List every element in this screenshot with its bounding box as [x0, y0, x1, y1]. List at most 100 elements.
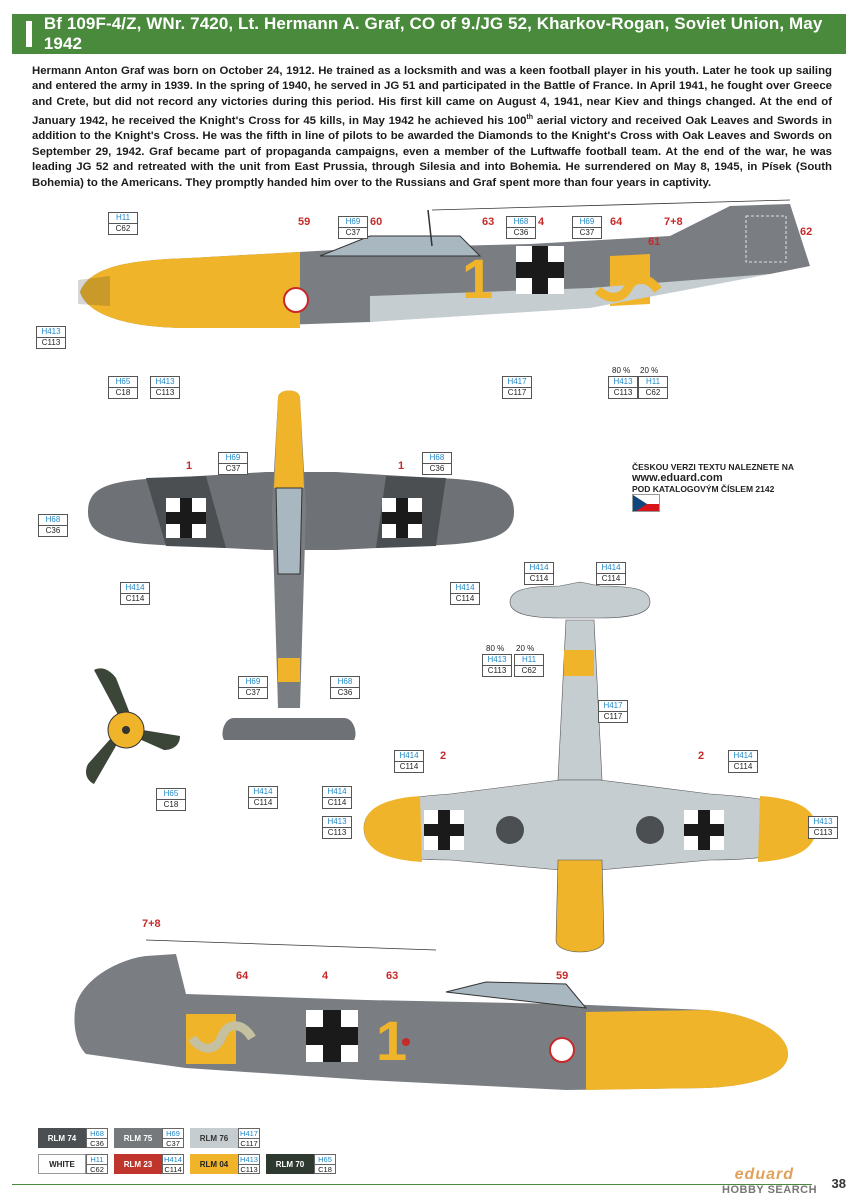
right-side-illustration: 1 — [74, 939, 789, 1090]
legend-swatch: RLM 70 — [266, 1154, 314, 1174]
marking-number: 4 — [538, 216, 545, 228]
mix-percent: 80 % — [612, 366, 631, 375]
propeller-illustration — [86, 668, 180, 784]
legend-swatch: RLM 75 — [114, 1128, 162, 1148]
marking-number: 63 — [386, 970, 399, 982]
profile-right-side: 1 — [66, 934, 796, 1124]
legend-swatch: RLM 76 — [190, 1128, 238, 1148]
marking-number: 1 — [186, 460, 193, 472]
profile-left-side: 1 — [70, 196, 830, 376]
propeller-front — [74, 666, 184, 786]
page-header: Bf 109F-4/Z, WNr. 7420, Lt. Hermann A. G… — [12, 14, 846, 54]
marking-number: 1 — [398, 460, 405, 472]
mix-percent: 20 % — [640, 366, 659, 375]
marking-number: 59 — [298, 216, 311, 228]
czech-flag — [632, 494, 660, 512]
marking-number: 64 — [236, 970, 249, 982]
profile-underside-view — [360, 580, 820, 960]
marking-number: 4 — [322, 970, 329, 982]
header-mark — [26, 21, 32, 47]
svg-text:1: 1 — [462, 247, 493, 310]
page-number: 38 — [831, 1176, 846, 1191]
czech-note: ČESKOU VERZI TEXTU NALEZNETE NA www.edua… — [632, 462, 832, 495]
mix-percent: 20 % — [516, 644, 535, 653]
left-side-illustration: 1 — [78, 199, 810, 328]
marking-number: 59 — [556, 970, 569, 982]
marking-number: 2 — [440, 750, 447, 762]
czech-note-url[interactable]: www.eduard.com — [632, 472, 723, 484]
legend-swatch: RLM 04 — [190, 1154, 238, 1174]
page-title: Bf 109F-4/Z, WNr. 7420, Lt. Hermann A. G… — [43, 14, 823, 53]
pilot-biography: Hermann Anton Graf was born on October 2… — [32, 64, 832, 191]
legend-swatch: RLM 74 — [38, 1128, 86, 1148]
marking-number: 7+8 — [664, 216, 683, 228]
watermark: HOBBY SEARCH — [722, 1184, 818, 1196]
marking-number: 61 — [648, 236, 661, 248]
marking-number: 64 — [610, 216, 623, 228]
footer-line — [12, 1184, 812, 1185]
legend-swatch: RLM 23 — [114, 1154, 162, 1174]
svg-text:1: 1 — [376, 1009, 407, 1072]
bio-text-2: aerial victory and received Oak Leaves a… — [32, 115, 833, 189]
marking-number: 2 — [698, 750, 705, 762]
czech-note-line1: ČESKOU VERZI TEXTU NALEZNETE NA — [632, 462, 794, 472]
top-view-illustration — [88, 390, 514, 740]
marking-number: 7+8 — [142, 918, 161, 930]
legend-swatch: WHITE — [38, 1154, 86, 1174]
page-footer: eduard 38 — [12, 1166, 846, 1196]
brand-logo: eduard — [734, 1166, 794, 1183]
profile-top-view — [86, 388, 516, 778]
bio-sup: th — [526, 114, 534, 122]
marking-number: 63 — [482, 216, 495, 228]
marking-number: 62 — [800, 226, 813, 238]
bio-text-1: Hermann Anton Graf was born on October 2… — [32, 65, 832, 128]
underside-view-illustration — [363, 581, 817, 953]
